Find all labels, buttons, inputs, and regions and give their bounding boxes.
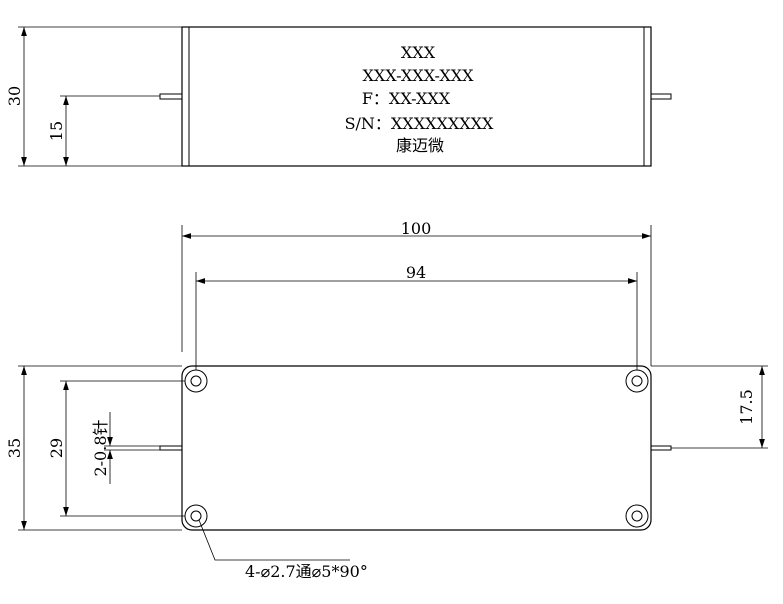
dim-text-94: 94 xyxy=(406,263,426,282)
top-view: 100 94 35 29 2-0.8针 17.5 4-⌀2.7通⌀5*90° xyxy=(5,219,768,581)
side-view-right-pin xyxy=(650,93,672,100)
top-view-right-pin xyxy=(650,445,672,451)
dim-text-35: 35 xyxy=(5,438,24,458)
hole-leader-line xyxy=(198,519,350,561)
mounting-hole-br xyxy=(625,504,649,528)
side-view: 30 15 XXX XXX-XXX-XXX F：XX-XXX S/N：XXXXX… xyxy=(5,26,672,167)
side-view-body xyxy=(181,26,652,167)
label-line-2: XXX-XXX-XXX xyxy=(362,66,474,85)
dim-text-30: 30 xyxy=(5,86,24,106)
side-view-left-pin xyxy=(159,93,183,100)
label-line-3: F：XX-XXX xyxy=(362,89,451,108)
label-line-1: XXX xyxy=(401,43,436,62)
dim-text-pin-spec: 2-0.8针 xyxy=(91,419,110,476)
dim-text-29: 29 xyxy=(47,438,66,458)
dim-text-100: 100 xyxy=(401,219,432,238)
label-line-4: S/N：XXXXXXXXX xyxy=(345,114,494,133)
dim-text-15: 15 xyxy=(47,121,66,141)
top-view-left-pin xyxy=(159,445,183,451)
dim-text-17-5: 17.5 xyxy=(737,389,756,425)
hole-spec-text: 4-⌀2.7通⌀5*90° xyxy=(245,562,368,581)
top-view-body xyxy=(181,365,652,531)
label-line-5: 康迈微 xyxy=(396,136,444,155)
